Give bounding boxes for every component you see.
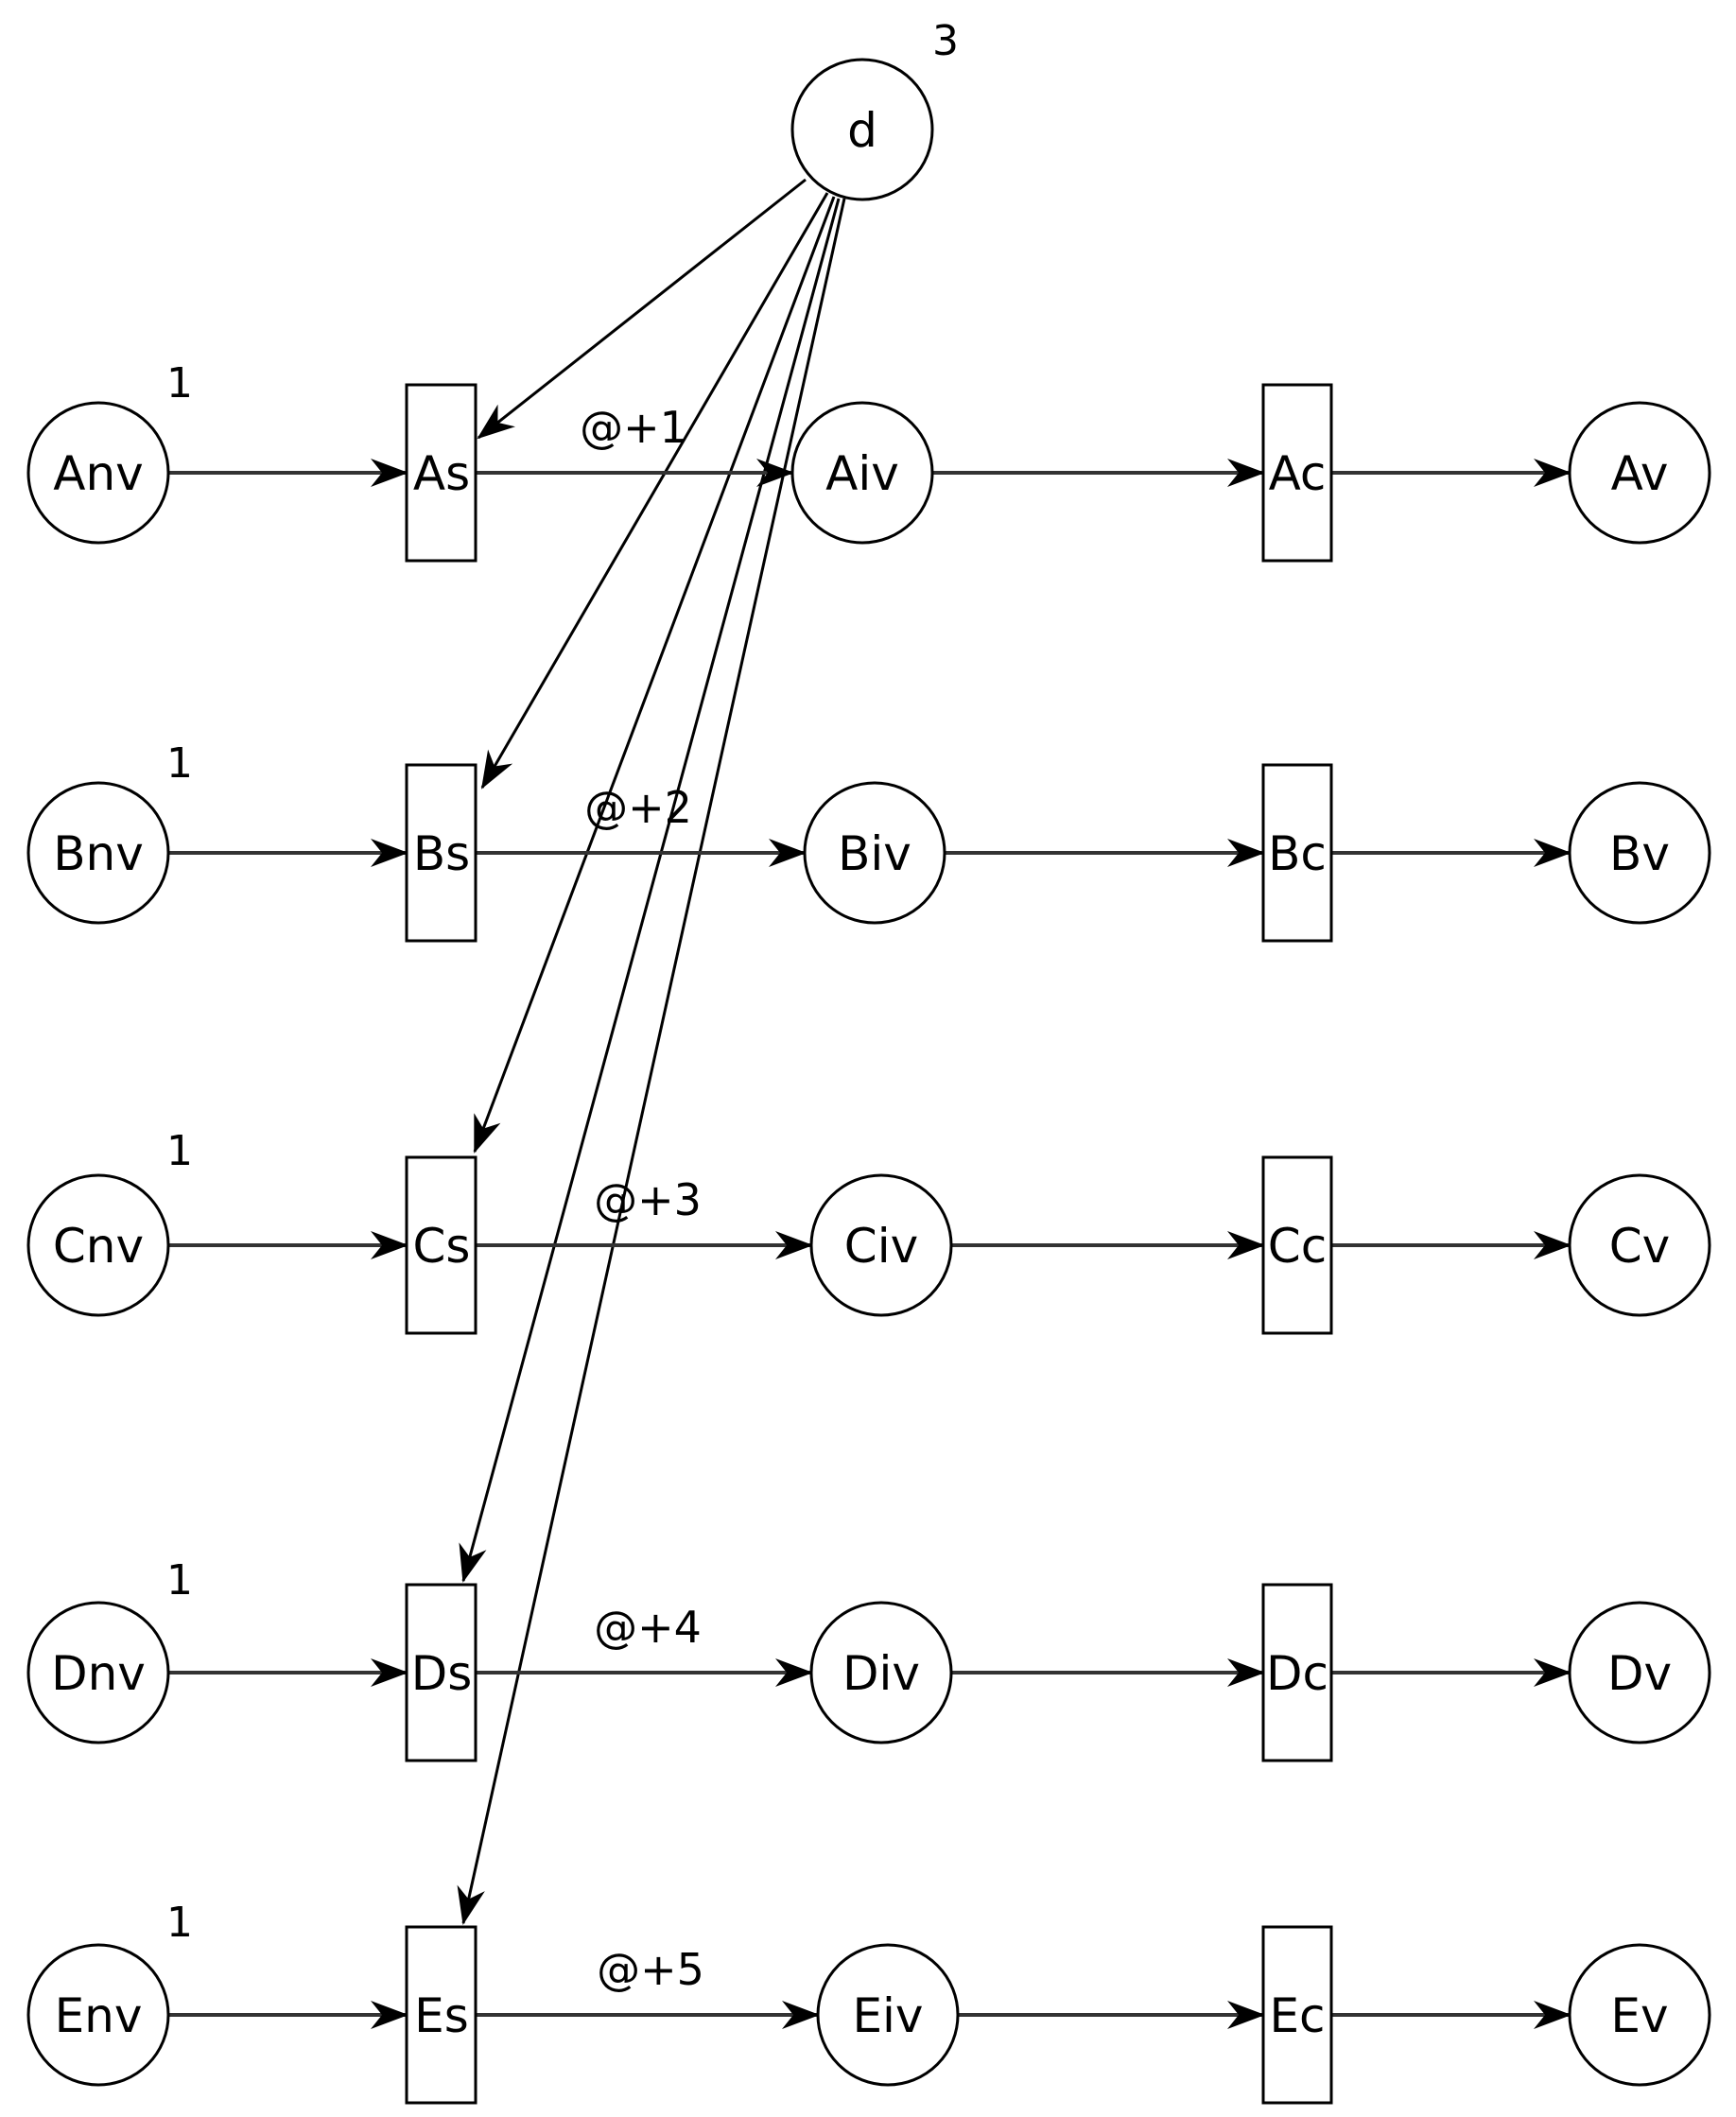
place-bv[interactable] — [1568, 781, 1711, 925]
place-dnv-tokens: 1 — [166, 1556, 193, 1605]
transition-cc-label: Cc — [1268, 1219, 1327, 1274]
place-dv-label: Dv — [1607, 1646, 1672, 1701]
place-bv-label: Bv — [1609, 826, 1670, 881]
place-civ[interactable] — [809, 1173, 953, 1317]
place-cnv[interactable] — [26, 1173, 170, 1317]
source-place-tokens: 3 — [932, 17, 959, 65]
arc-d-to-es — [457, 198, 846, 1925]
place-cnv-tokens: 1 — [166, 1127, 193, 1175]
arc-d-to-cs — [473, 196, 836, 1154]
place-av-label: Av — [1611, 446, 1669, 501]
transition-es[interactable] — [405, 1925, 477, 2105]
arc-d-to-as — [477, 178, 807, 440]
transition-bs[interactable] — [405, 763, 477, 943]
place-anv-label: Anv — [53, 446, 143, 501]
transition-bs-label: Bs — [413, 826, 470, 881]
place-aiv-label: Aiv — [825, 446, 899, 501]
delay-as: @+1 — [580, 402, 687, 453]
place-av[interactable] — [1568, 401, 1711, 545]
delay-cs: @+3 — [594, 1174, 702, 1225]
transition-dc[interactable] — [1261, 1583, 1333, 1762]
place-biv-label: Biv — [838, 826, 911, 881]
place-ev-label: Ev — [1610, 1988, 1668, 2043]
transition-ds[interactable] — [405, 1583, 477, 1762]
place-aiv[interactable] — [790, 401, 934, 545]
transition-bc[interactable] — [1261, 763, 1333, 943]
source-place[interactable]: d 3 — [790, 17, 959, 201]
transition-ec[interactable] — [1261, 1925, 1333, 2105]
transition-cs-label: Cs — [413, 1219, 471, 1274]
delay-es: @+5 — [597, 1944, 704, 1995]
transition-ac-label: Ac — [1269, 446, 1327, 501]
place-eiv-label: Eiv — [852, 1988, 923, 2043]
place-eiv[interactable] — [816, 1943, 960, 2087]
place-env[interactable] — [26, 1943, 170, 2087]
place-dv[interactable] — [1568, 1601, 1711, 1744]
place-civ-label: Civ — [844, 1219, 918, 1274]
transition-ac[interactable] — [1261, 383, 1333, 563]
place-anv-tokens: 1 — [166, 359, 193, 408]
place-bnv[interactable] — [26, 781, 170, 925]
place-env-label: Env — [55, 1988, 143, 2043]
delay-ds: @+4 — [594, 1602, 702, 1653]
place-cnv-label: Cnv — [53, 1219, 144, 1274]
place-anv[interactable] — [26, 401, 170, 545]
place-biv[interactable] — [803, 781, 946, 925]
row-e: Env 1 Es @+5 Eiv Ec Ev — [26, 1899, 1711, 2105]
source-place-label: d — [847, 103, 877, 158]
place-env-tokens: 1 — [166, 1899, 193, 1947]
transition-ec-label: Ec — [1269, 1988, 1325, 2043]
arc-d-to-bs — [480, 192, 829, 790]
place-ev[interactable] — [1568, 1943, 1711, 2087]
arc-d-to-ds — [459, 198, 841, 1583]
place-cv-label: Cv — [1609, 1219, 1671, 1274]
transition-cc[interactable] — [1261, 1155, 1333, 1335]
transition-dc-label: Dc — [1266, 1646, 1328, 1701]
delay-bs: @+2 — [584, 782, 692, 833]
source-place-circle — [790, 58, 934, 201]
transition-ds-label: Ds — [411, 1646, 473, 1701]
place-bnv-tokens: 1 — [166, 739, 193, 788]
row-c: Cnv 1 Cs @+3 Civ Cc Cv — [26, 1127, 1711, 1335]
transition-es-label: Es — [414, 1988, 469, 2043]
place-cv[interactable] — [1568, 1173, 1711, 1317]
place-div-label: Div — [842, 1646, 920, 1701]
place-div[interactable] — [809, 1601, 953, 1744]
place-dnv-label: Dnv — [51, 1646, 146, 1701]
transition-as[interactable] — [405, 383, 477, 563]
place-dnv[interactable] — [26, 1601, 170, 1744]
transition-as-label: As — [413, 446, 470, 501]
transition-bc-label: Bc — [1268, 826, 1327, 881]
row-b: Bnv 1 Bs @+2 Biv Bc Bv — [26, 739, 1711, 943]
place-bnv-label: Bnv — [53, 826, 144, 881]
transition-cs[interactable] — [405, 1155, 477, 1335]
row-a: Anv 1 As @+1 Aiv Ac Av — [26, 359, 1711, 563]
row-d: Dnv 1 Ds @+4 Div Dc Dv — [26, 1556, 1711, 1762]
